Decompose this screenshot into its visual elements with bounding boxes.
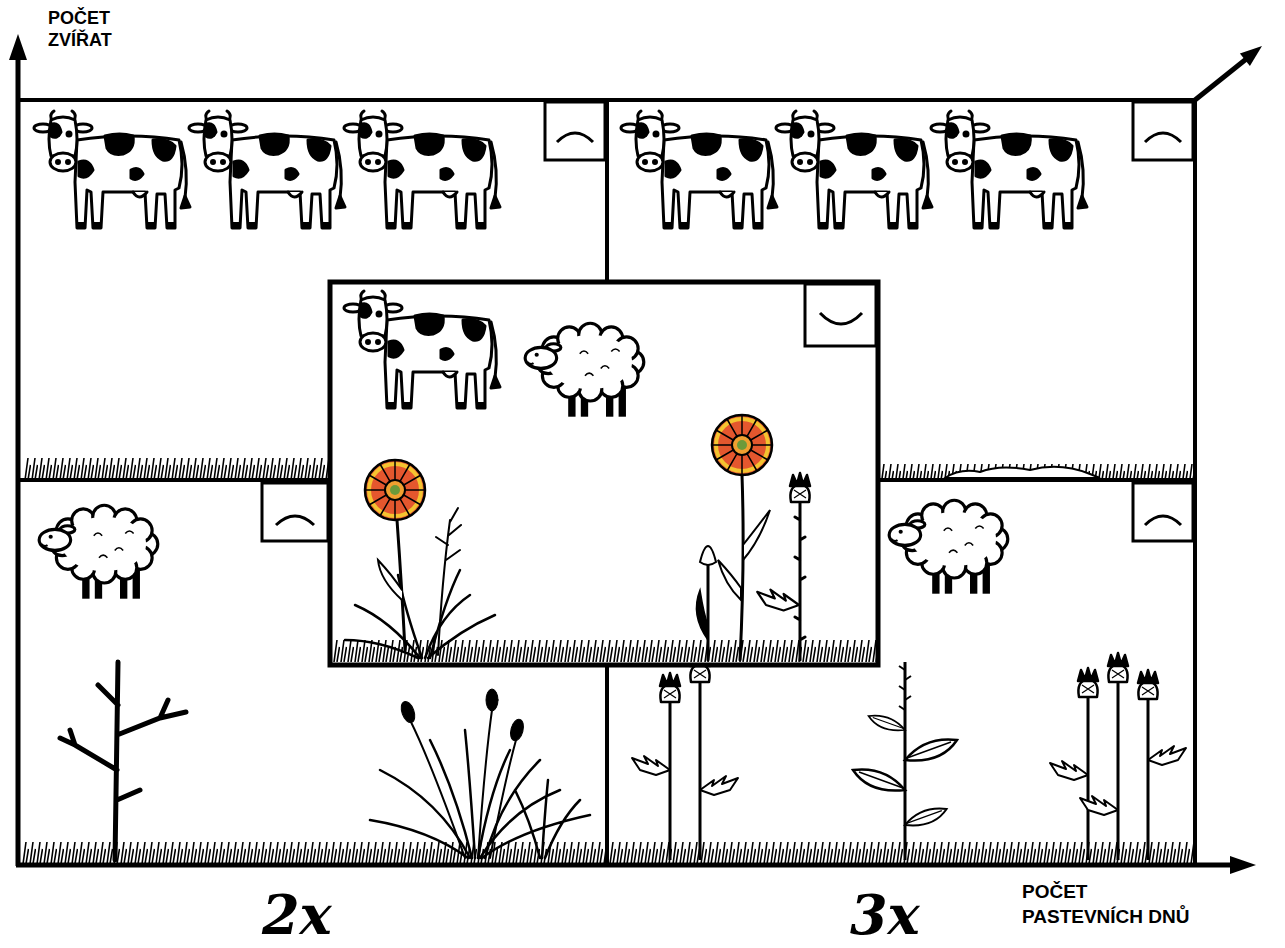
plant-figure	[632, 653, 1186, 860]
axis-label: POČET PASTEVNÍCH DNŮ	[1022, 880, 1204, 929]
multiplier-label: 3x	[850, 888, 920, 942]
panel-frame	[18, 100, 1195, 865]
axis-label: POČET ZVÍŘAT	[48, 8, 143, 51]
multiplier-label: 2x	[262, 888, 332, 942]
axis	[9, 34, 1262, 874]
center-panel	[330, 282, 878, 665]
plant-figure	[60, 662, 590, 860]
